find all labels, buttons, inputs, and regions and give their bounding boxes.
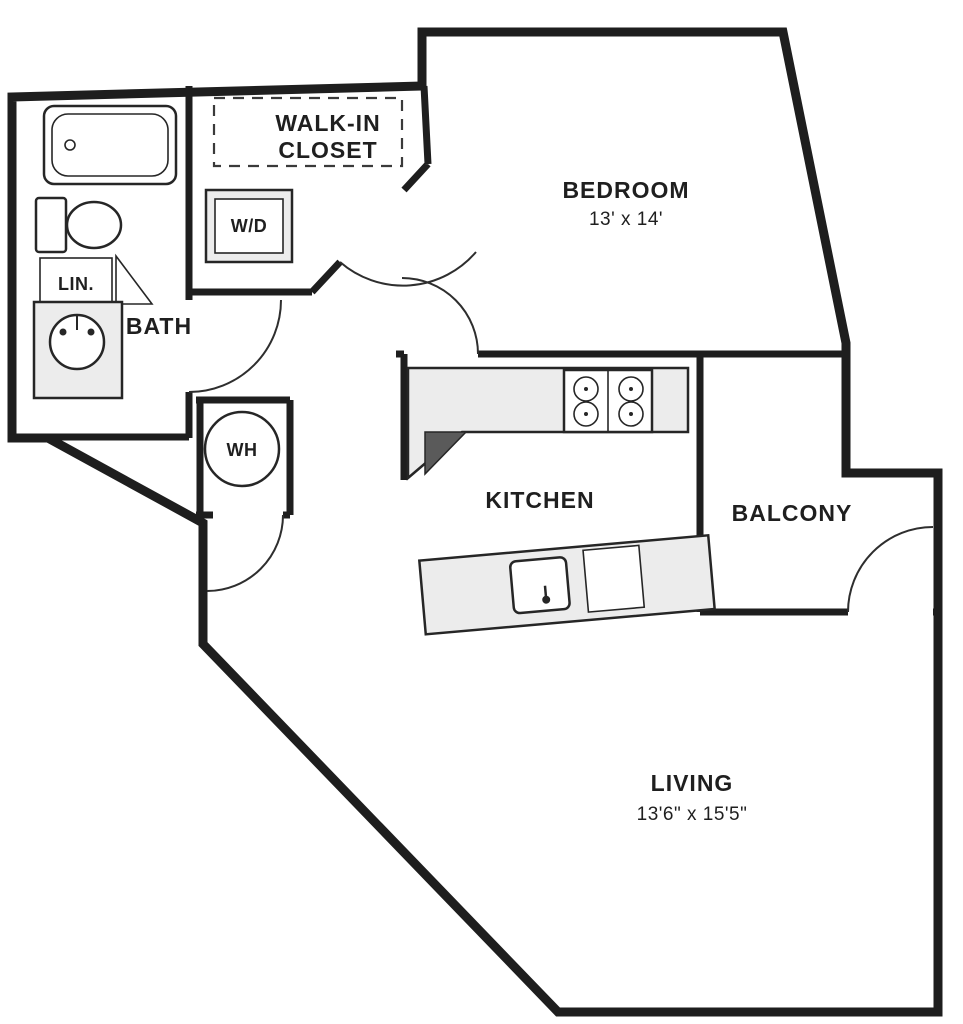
water-heater-tank-icon (203, 410, 281, 488)
bath-label: BATH (126, 313, 192, 339)
water-heater-label: WH (227, 440, 258, 460)
walk-in-closet-label-line2: CLOSET (278, 137, 377, 163)
island-faucet-spout-icon (543, 585, 548, 600)
closet-rod-dashed-outline (212, 96, 404, 168)
balcony-label: BALCONY (732, 500, 853, 526)
sink-handle-left-icon (59, 328, 67, 336)
washer-dryer-label: W/D (231, 216, 268, 236)
burner-dot-icon (584, 412, 588, 416)
island-sink-icon (509, 556, 571, 615)
balcony-door-arc (847, 526, 934, 613)
burner-dot-icon (629, 387, 633, 391)
exterior-walls (7, 27, 943, 1017)
vanity-sink (32, 300, 124, 400)
bedroom-label: BEDROOM (562, 177, 689, 203)
bathtub (42, 104, 178, 186)
corner-cabinet-wedge-icon (424, 431, 468, 476)
walk-in-closet-label-line1: WALK-IN (275, 110, 380, 136)
burner-dot-icon (629, 412, 633, 416)
closet-door-arc (339, 251, 477, 287)
linen-closet (39, 253, 154, 305)
living-dimensions: 13'6" x 15'5" (637, 804, 748, 825)
linen-door-icon (115, 253, 154, 305)
living-label: LIVING (651, 770, 734, 796)
washer-dryer (204, 188, 294, 264)
toilet (34, 196, 123, 254)
labels: WALK-IN CLOSET W/D BEDROOM 13' x 14' LIN… (58, 110, 853, 825)
sink-handle-right-icon (87, 328, 95, 336)
burner-dot-icon (584, 387, 588, 391)
bedroom-dimensions: 13' x 14' (589, 209, 663, 230)
bedroom-door-arc (401, 277, 479, 355)
bath-door-arc (188, 299, 282, 393)
water-heater-door-arc (206, 514, 284, 592)
kitchen-label: KITCHEN (485, 487, 594, 513)
linen-label: LIN. (58, 274, 94, 294)
tub-drain-icon (64, 139, 76, 151)
island-appliance-icon (582, 544, 646, 613)
stove (562, 368, 654, 434)
kitchen-island (417, 533, 717, 636)
interior-walls (12, 85, 938, 616)
